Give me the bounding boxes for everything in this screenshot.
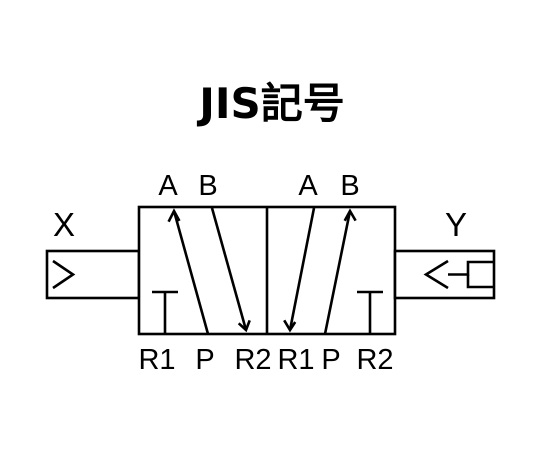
left-position-flows [152, 207, 251, 335]
port-label-b-left: B [198, 170, 217, 202]
port-label-r2-left: R2 [234, 344, 271, 376]
flow-path-p-to-a [172, 210, 210, 335]
exhaust-line-lower [466, 274, 494, 289]
port-label-a-left: A [158, 170, 178, 202]
port-label-a-right: A [298, 170, 318, 202]
side-label-y: Y [445, 206, 467, 243]
port-label-b-right: B [340, 170, 359, 202]
right-actuator-box [393, 249, 496, 300]
arrow-head-down-icon [283, 319, 297, 333]
right-actuator [393, 249, 496, 300]
diagram-title: JIS記号 [196, 79, 345, 128]
port-label-p-left: P [195, 344, 214, 376]
flow-path-p-to-b [323, 210, 352, 335]
right-position-flows [283, 207, 383, 335]
arrow-head-up-icon [167, 208, 181, 223]
port-label-r2-right: R2 [356, 344, 393, 376]
arrow-head-up-icon [343, 208, 357, 222]
pilot-triangle-with-exhaust-icon [423, 259, 449, 290]
port-label-r1-right: R1 [277, 344, 314, 376]
left-actuator-box [45, 249, 141, 300]
pilot-triangle-icon [52, 259, 76, 290]
arrow-head-down-icon [237, 319, 251, 333]
port-label-r1-left: R1 [138, 344, 175, 376]
side-label-x: X [53, 206, 75, 243]
exhaust-line-upper [448, 260, 494, 276]
left-actuator [45, 249, 141, 300]
port-label-p-right: P [321, 344, 340, 376]
flow-path-a-to-r1 [288, 207, 316, 331]
flow-path-b-to-r2 [210, 207, 248, 331]
